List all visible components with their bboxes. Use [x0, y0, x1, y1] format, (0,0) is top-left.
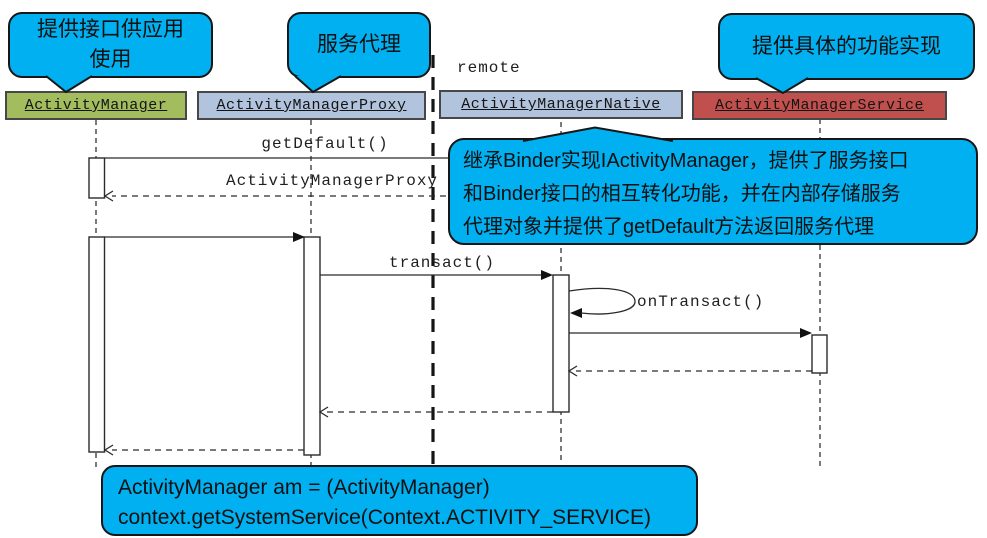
message-label-ontransact: onTransact() [637, 293, 765, 311]
callout-text-line: 提供具体的功能实现 [752, 34, 941, 58]
activation-native [552, 274, 570, 413]
return-messages [112, 195, 812, 451]
open-arrowheads [103, 190, 578, 456]
remote-boundary-label: remote [457, 59, 521, 77]
callout-provide-impl: 提供具体的功能实现 [718, 13, 975, 80]
callout-text-line: 和Binder接口的相互转化功能，并在内部存储服务 [463, 183, 901, 205]
callout-native-note: 继承Binder实现IActivityManager，提供了服务接口 和Bind… [448, 138, 978, 245]
callout-text-line: 使用 [89, 48, 132, 71]
activation-service [811, 334, 828, 374]
lifeline-head-label: ActivityManagerProxy [216, 97, 407, 114]
filled-arrowheads [293, 232, 812, 338]
open-arrowhead-2 [567, 365, 578, 377]
callout-text-line: 服务代理 [317, 33, 401, 56]
self-loop-ontransact [568, 287, 636, 315]
arrowhead-transact [541, 270, 553, 280]
lifeline-head-activitymanagerservice: ActivityManagerService [692, 91, 947, 120]
lifeline-head-label: ActivityManager [24, 97, 168, 114]
message-label-getdefault: getDefault() [261, 135, 389, 153]
arrowhead-to-service [800, 328, 812, 338]
activation-bars [88, 157, 828, 456]
activation-proxy [303, 236, 321, 456]
callout-text-line: 继承Binder实现IActivityManager，提供了服务接口 [463, 150, 909, 172]
activation-am-2 [88, 236, 106, 453]
activation-am-1 [88, 157, 106, 199]
message-label-transact: transact() [388, 254, 495, 272]
callout-text-line: ActivityManager am = (ActivityManager) [118, 476, 490, 499]
message-label-return-proxy: ActivityManagerProxy [225, 172, 439, 190]
lifeline-head-activitymanagernative: ActivityManagerNative [439, 90, 683, 119]
open-arrowhead-3 [318, 406, 329, 418]
lifeline-head-label: ActivityManagerNative [461, 96, 661, 113]
callout-text-line: context.getSystemService(Context.ACTIVIT… [118, 506, 651, 529]
open-arrowhead-4 [103, 444, 114, 456]
lifeline-head-activitymanager: ActivityManager [5, 91, 187, 120]
open-arrowhead-1 [103, 190, 114, 202]
lifeline-head-label: ActivityManagerService [714, 97, 925, 114]
callout-service-proxy: 服务代理 [287, 12, 431, 78]
callout-text-line: 代理对象并提供了getDefault方法返回服务代理 [463, 216, 875, 238]
arrowhead-new-proxy [293, 232, 305, 242]
callout-code-snippet: ActivityManager am = (ActivityManager) c… [101, 465, 698, 536]
callout-text-line: 提供接口供应用 [37, 18, 184, 41]
lifeline-head-activitymanagerproxy: ActivityManagerProxy [197, 91, 426, 120]
callout-provide-api: 提供接口供应用 使用 [8, 12, 213, 78]
arrowhead-ontransact [570, 308, 582, 318]
